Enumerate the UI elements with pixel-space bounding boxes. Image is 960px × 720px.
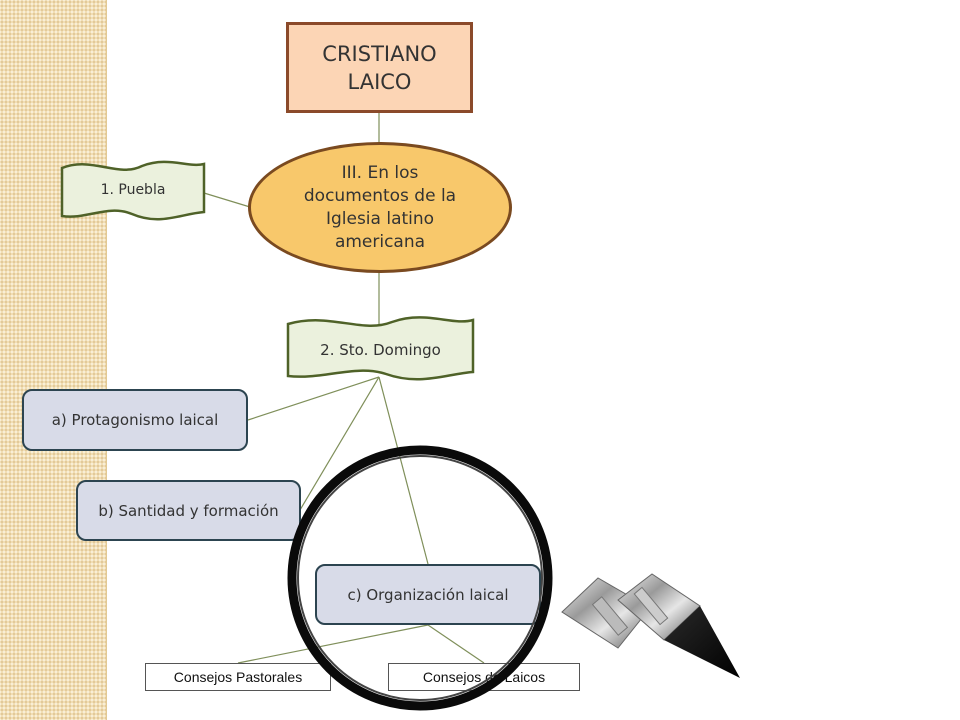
magnifier-ring-inner (297, 455, 543, 701)
organizacion-node: c) Organización laical (315, 564, 541, 625)
magnifier-ring (287, 445, 553, 711)
stodomingo-node: 2. Sto. Domingo (320, 341, 441, 359)
santidad-node: b) Santidad y formación (76, 480, 301, 541)
connector-organizacion-laicos (427, 624, 485, 664)
consejos-pastorales-node: Consejos Pastorales (145, 663, 331, 691)
connectors (203, 113, 485, 664)
stodomingo-banner-shape (286, 316, 475, 381)
protagonismo-node: a) Protagonismo laical (22, 389, 248, 451)
magnifier-highlight (324, 466, 381, 521)
connector-organizacion-pastorales (237, 624, 429, 664)
decorative-side-stripe (0, 0, 107, 720)
connector-puebla-center (203, 192, 251, 208)
title-node: CRISTIANO LAICO (286, 22, 473, 113)
puebla-banner-shape (60, 160, 206, 221)
connector-stodomingo-santidad (299, 376, 380, 511)
puebla-node: 1. Puebla (100, 182, 166, 198)
connector-stodomingo-protagonismo (247, 376, 380, 421)
connector-stodomingo-organizacion (378, 376, 429, 565)
magnifier-handle (561, 573, 740, 678)
center-node: III. En los documentos de la Iglesia lat… (248, 142, 512, 273)
